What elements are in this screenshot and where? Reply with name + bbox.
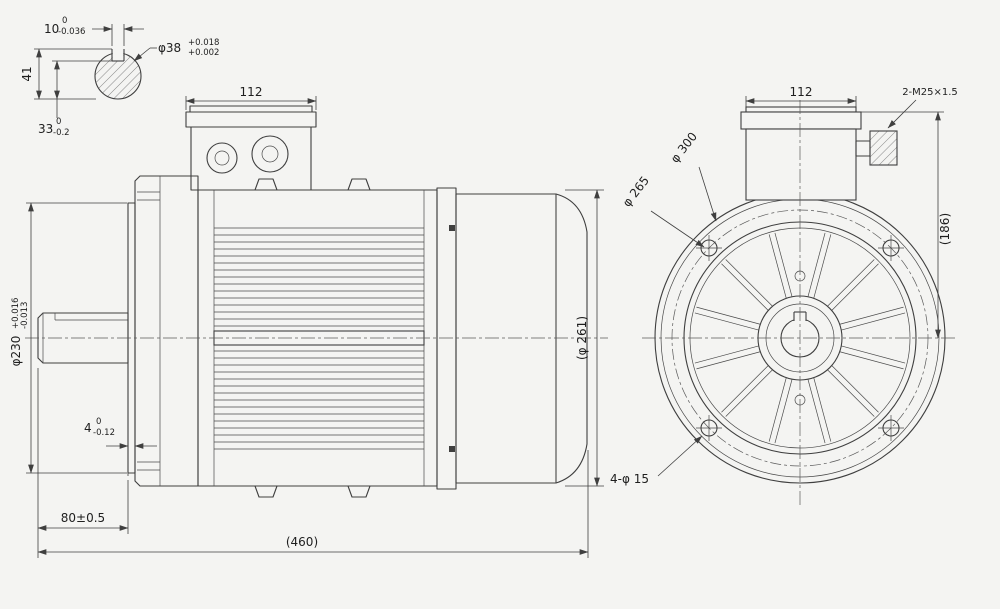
dim-key-width: 10 0 -0.036 — [44, 16, 144, 46]
spigot-dia-tol-upper: +0.016 — [11, 298, 21, 329]
spigot-dia-label: φ230 — [9, 336, 23, 367]
tie-rod-lug — [254, 178, 278, 191]
shaft-section-detail-view: 10 0 -0.036 φ38 +0.018 +0.002 41 33 — [20, 16, 219, 138]
dim-spigot-step: 4 0 -0.12 — [84, 417, 157, 476]
key-width-tol-upper: 0 — [62, 16, 67, 26]
cowl-screw — [449, 225, 455, 231]
terminal-box-side — [185, 105, 317, 191]
depth-to-flat-tol-lower: -0.2 — [53, 128, 70, 138]
motor-side-view: 112 φ230 +0.016 -0.013 4 0 -0.12 80 — [9, 85, 608, 558]
dim-terminal-box-width-front: 112 — [745, 85, 857, 110]
tie-rod-lug — [254, 485, 278, 498]
dim-shaft-length: 80±0.5 — [37, 368, 129, 558]
flange-dia-label: φ 300 — [668, 130, 700, 166]
gland-neck — [855, 140, 871, 157]
spigot-step-tol-lower: -0.12 — [93, 428, 115, 438]
dim-spigot-diameter: φ230 +0.016 -0.013 — [9, 202, 127, 474]
shaft-length-label: 80±0.5 — [61, 511, 105, 525]
motor-front-view: 112 2-M25×1.5 φ 300 φ 265 (186) — [610, 85, 958, 505]
spigot-step-label: 4 — [84, 421, 92, 435]
frame-dia-label: (φ 261) — [575, 316, 589, 360]
tie-rod-lug — [347, 485, 371, 498]
height-ref-label: (186) — [938, 213, 952, 245]
bolt-holes-label: 4-φ 15 — [610, 472, 649, 486]
dim-overall-length: (460) — [37, 450, 589, 558]
cowl-screw — [449, 446, 455, 452]
cable-gland — [869, 130, 898, 166]
terminal-box-width-front-label: 112 — [790, 85, 813, 99]
keyway-cutout — [112, 47, 124, 61]
spigot-dia-tol-lower: -0.013 — [20, 302, 30, 329]
dim-bolt-holes: 4-φ 15 — [610, 435, 703, 486]
cooling-fins — [214, 227, 424, 450]
dim-shaft-diameter: φ38 +0.018 +0.002 — [133, 38, 219, 62]
dim-flange-diameter: φ 300 — [668, 130, 717, 222]
height-over-key-label: 41 — [20, 66, 34, 81]
dim-depth-to-flat: 33 0 -0.2 — [38, 60, 112, 138]
shaft-dia-tol-lower: +0.002 — [188, 48, 219, 58]
depth-to-flat-tol-upper: 0 — [56, 117, 61, 127]
tie-rod-lug — [347, 178, 371, 191]
dim-height-ref: (186) — [861, 111, 952, 339]
terminal-box-front — [740, 106, 898, 201]
depth-to-flat-label: 33 — [38, 122, 53, 136]
key-width-label: 10 — [44, 22, 59, 36]
spigot-step-tol-upper: 0 — [96, 417, 101, 427]
dim-terminal-box-width-side: 112 — [185, 85, 317, 110]
cable-entry-hole — [251, 135, 289, 173]
cable-entry-hole — [206, 142, 238, 174]
fan-cowl-side — [436, 187, 588, 490]
key-width-tol-lower: -0.036 — [58, 27, 85, 37]
dim-frame-diameter: (φ 261) — [565, 189, 604, 487]
bolt-circle-dia-label: φ 265 — [620, 174, 652, 210]
dim-bolt-circle-diameter: φ 265 — [620, 174, 705, 248]
shaft-dia-tol-upper: +0.018 — [188, 38, 219, 48]
dim-height-over-key: 41 — [20, 48, 112, 100]
gland-spec-label: 2-M25×1.5 — [902, 87, 958, 98]
terminal-box-width-label: 112 — [240, 85, 263, 99]
mounting-flange — [134, 175, 199, 487]
dim-gland-spec: 2-M25×1.5 — [887, 87, 958, 129]
overall-length-label: (460) — [286, 535, 318, 549]
flange-bolt-holes — [696, 235, 904, 441]
shaft-dia-label: φ38 — [158, 41, 181, 55]
